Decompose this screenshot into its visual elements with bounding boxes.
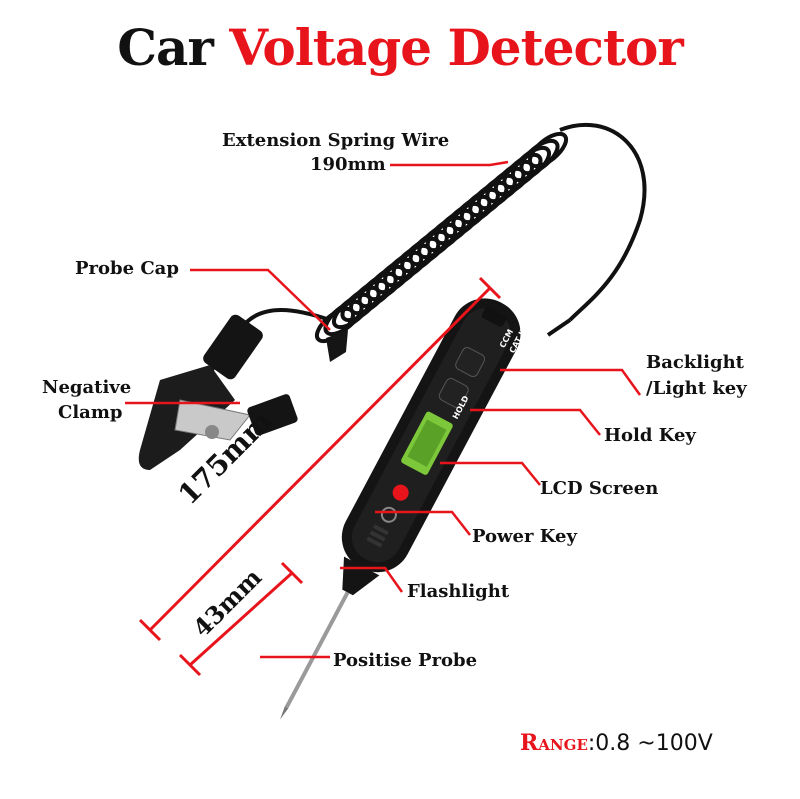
power-key-dot (392, 484, 409, 501)
label-probe-cap: Probe Cap (75, 258, 179, 279)
title-word-rest: Voltage Detector (229, 18, 684, 77)
dimension-lines (138, 276, 502, 677)
label-backlight-2: /Light key (646, 378, 747, 399)
backlight-key (455, 347, 486, 377)
detector-body (280, 298, 521, 720)
range-info: Range:0.8 ~100V (520, 730, 713, 756)
label-hold-key: Hold Key (604, 425, 696, 446)
range-value: :0.8 ~100V (587, 731, 713, 756)
probe-cap (326, 330, 348, 362)
label-power-key: Power Key (472, 526, 577, 547)
title-word-car: Car (117, 18, 214, 77)
label-negative-clamp-2: Clamp (58, 402, 123, 423)
range-label: Range (520, 730, 588, 756)
label-spring-wire: Extension Spring Wire (222, 130, 450, 151)
negative-clamp (138, 314, 298, 470)
spring-wire (238, 123, 647, 344)
label-flashlight: Flashlight (407, 581, 510, 602)
label-positive-probe: Positise Probe (333, 650, 478, 671)
label-lcd-screen: LCD Screen (540, 478, 659, 499)
label-backlight-1: Backlight (646, 352, 744, 373)
label-spring-wire-len: 190mm (310, 154, 386, 175)
hold-key (438, 377, 469, 408)
label-negative-clamp-1: Negative (42, 377, 132, 398)
leader-lines (125, 160, 642, 659)
page-title: Car Voltage Detector (0, 18, 800, 77)
